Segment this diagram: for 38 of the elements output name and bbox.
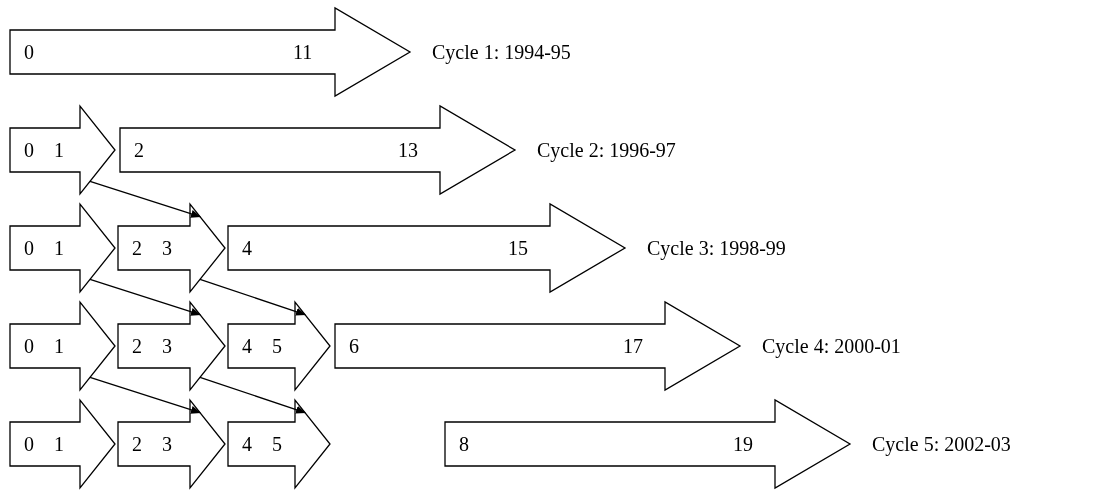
step-number: 15 [508,236,528,260]
step-number: 17 [623,334,643,358]
step-number: 19 [733,432,753,456]
step-number: 0 [24,432,34,456]
step-number: 1 [54,236,64,260]
arrow [89,180,201,218]
step-number: 3 [162,334,172,358]
arrow [89,278,201,316]
arrow [89,376,201,414]
step-number: 5 [272,432,282,456]
cycle-label: Cycle 5: 2002-03 [872,432,1011,456]
step-number: 2 [134,138,144,162]
step-number: 2 [132,236,142,260]
step-number: 2 [132,334,142,358]
step-number: 4 [242,432,252,456]
step-number: 4 [242,236,252,260]
step-number: 6 [349,334,359,358]
arrow [199,278,306,316]
cycle-label: Cycle 3: 1998-99 [647,236,786,260]
arrow [199,376,306,414]
cycle-label: Cycle 1: 1994-95 [432,40,571,64]
step-number: 1 [54,138,64,162]
step-number: 0 [24,40,34,64]
step-number: 8 [459,432,469,456]
cycle-label: Cycle 4: 2000-01 [762,334,901,358]
step-number: 1 [54,432,64,456]
step-number: 3 [162,432,172,456]
cycle-label: Cycle 2: 1996-97 [537,138,676,162]
step-number: 5 [272,334,282,358]
step-number: 13 [398,138,418,162]
step-number: 4 [242,334,252,358]
step-number: 0 [24,236,34,260]
step-number: 1 [54,334,64,358]
step-number: 2 [132,432,142,456]
step-number: 11 [293,40,313,64]
step-number: 0 [24,334,34,358]
step-number: 0 [24,138,34,162]
step-number: 3 [162,236,172,260]
